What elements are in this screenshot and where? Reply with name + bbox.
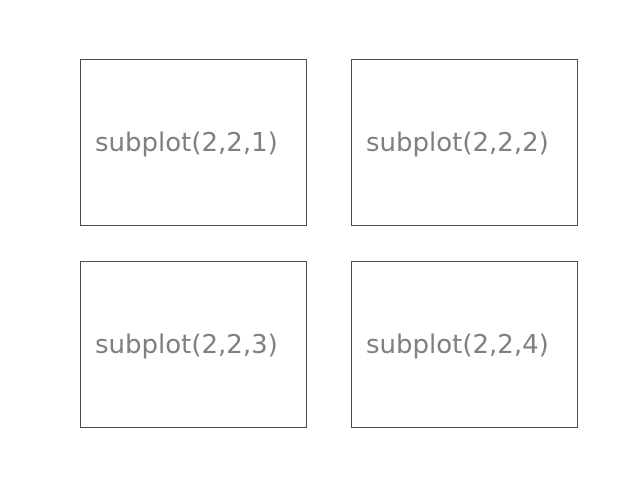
- subplot-panel-3[interactable]: subplot(2,2,3): [80, 261, 307, 428]
- subplot-panel-3-label: subplot(2,2,3): [95, 329, 278, 360]
- subplot-panel-2[interactable]: subplot(2,2,2): [351, 59, 578, 226]
- subplot-panel-4-label: subplot(2,2,4): [366, 329, 549, 360]
- subplot-panel-2-label: subplot(2,2,2): [366, 127, 549, 158]
- subplot-panel-1[interactable]: subplot(2,2,1): [80, 59, 307, 226]
- subplot-panel-1-label: subplot(2,2,1): [95, 127, 278, 158]
- subplot-panel-4[interactable]: subplot(2,2,4): [351, 261, 578, 428]
